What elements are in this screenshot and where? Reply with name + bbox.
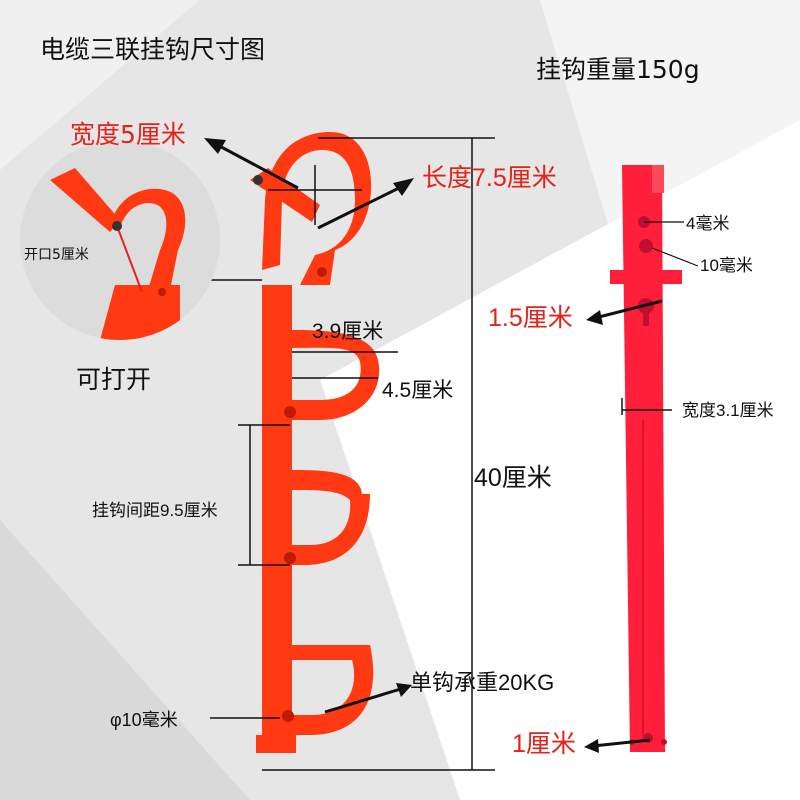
hook-depth-label: 4.5厘米 [382,379,454,402]
background-facet [0,520,250,800]
opening-inset: 开口5厘米 [20,140,220,340]
page-title: 电缆三联挂钩尺寸图 [40,35,266,64]
inset-opening-label: 开口5厘米 [24,247,89,263]
load-capacity-label: 单钩承重20KG [410,670,555,695]
weight-label: 挂钩重量150g [536,55,700,84]
background-facet [320,120,800,800]
hole-diameter-label: φ10毫米 [110,710,178,730]
strip-width-label: 宽度3.1厘米 [682,401,774,420]
arrows [204,138,663,753]
hook-width-label: 3.9厘米 [312,320,384,343]
small-leaders [644,221,699,267]
hole-label: 10毫米 [700,256,753,275]
length-label: 长度7.5厘米 [422,164,557,192]
width-label: 宽度5厘米 [70,120,186,149]
bottom-label: 1厘米 [512,730,576,758]
strip-product [610,165,682,752]
hook-spacing-label: 挂钩间距9.5厘米 [92,501,218,520]
inset-drawing [50,168,186,340]
background-facet [540,0,800,330]
total-height-label: 40厘米 [474,464,552,492]
small-hole-label: 4毫米 [686,214,730,233]
background-facet [0,0,200,170]
openable-label: 可打开 [76,365,152,394]
keyhole-label: 1.5厘米 [488,304,573,332]
